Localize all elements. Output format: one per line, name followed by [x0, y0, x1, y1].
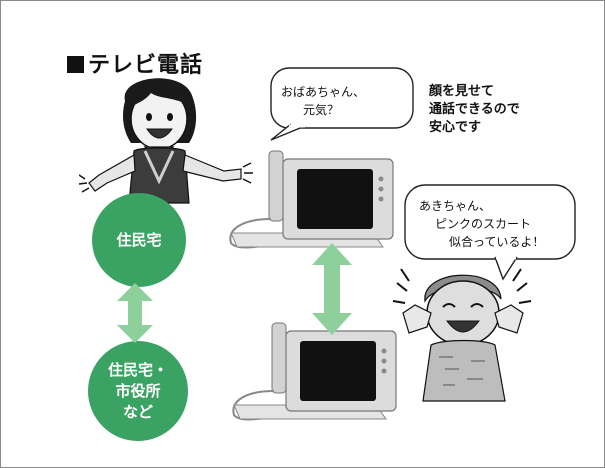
bubble-top-line1: おばあちゃん、	[281, 85, 366, 99]
node-bottom-line3: など	[122, 402, 153, 421]
page-title: テレビ電話	[67, 47, 203, 79]
double-arrow-left	[117, 283, 153, 343]
bubble-right-line2: ピンクのスカート	[435, 217, 532, 231]
videophone-bottom	[232, 322, 397, 421]
title-square-icon	[67, 56, 84, 73]
videophone-top	[229, 150, 394, 249]
bubble-right: あきちゃん、 ピンクのスカート 似合っているよ！	[419, 197, 544, 251]
bubble-top: おばあちゃん、 元気？	[281, 83, 365, 119]
double-arrow-center	[312, 243, 352, 335]
node-top-label: 住民宅	[116, 230, 162, 249]
bubble-top-frame	[270, 67, 414, 141]
node-bottom-line1: 住民宅・	[107, 360, 168, 379]
node-resident-cityhall: 住民宅・ 市役所 など	[88, 341, 188, 441]
bubble-top-line2: 元気？	[303, 103, 340, 117]
bubble-right-line1: あきちゃん、	[419, 199, 492, 213]
node-resident-home: 住民宅	[92, 193, 186, 287]
note-line2: 通話できるので	[429, 102, 520, 117]
note-line3: 安心です	[429, 120, 482, 135]
note-text: 顔を見せて 通話できるので 安心です	[429, 83, 520, 137]
bubble-right-frame	[404, 184, 576, 281]
note-line1: 顔を見せて	[429, 84, 495, 99]
grandmother-illustration	[392, 268, 532, 402]
node-bottom-line2: 市役所	[115, 381, 161, 400]
girl-illustration	[79, 78, 253, 204]
title-text: テレビ電話	[88, 53, 204, 78]
bubble-right-line3: 似合っているよ！	[449, 235, 545, 249]
